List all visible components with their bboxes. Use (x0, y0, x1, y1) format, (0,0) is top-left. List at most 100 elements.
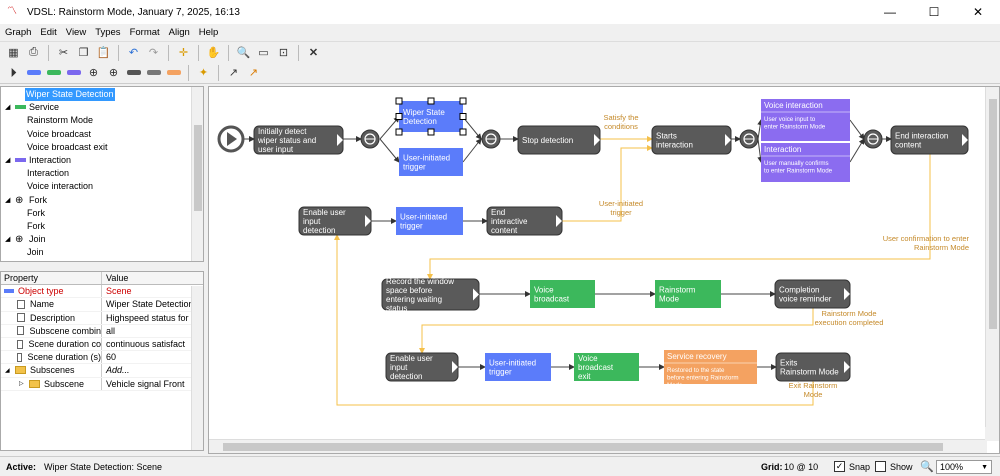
tree-item[interactable]: ◢⊕Join (3, 233, 189, 246)
service-node-tool[interactable] (45, 64, 62, 81)
property-value[interactable]: 60 (106, 352, 117, 363)
property-value[interactable]: Wiper State Detection (106, 299, 194, 310)
tree-item[interactable]: Fork (3, 220, 189, 233)
print-icon[interactable]: ⎙ (29, 46, 38, 58)
join-tool-icon[interactable]: ⊕ (108, 67, 119, 79)
property-value[interactable]: Scene (106, 286, 132, 297)
property-value[interactable]: Vehicle signal Front (106, 378, 185, 389)
zoom-select[interactable]: 100%▼ (936, 460, 992, 474)
resize-handle[interactable] (459, 128, 467, 136)
maximize-icon[interactable]: ☐ (928, 5, 940, 19)
show-checkbox[interactable] (875, 461, 886, 472)
tree-item[interactable]: Rainstorm Mode (3, 114, 189, 127)
menu-align[interactable]: Align (168, 26, 190, 38)
copy-icon[interactable]: ❐ (78, 47, 89, 59)
node-stop[interactable]: Stop detection (517, 125, 601, 155)
transition-line[interactable] (419, 308, 814, 354)
menu-help[interactable]: Help (198, 26, 219, 38)
connector-line[interactable] (849, 119, 865, 140)
cut-icon[interactable]: ✂ (58, 47, 69, 59)
canvas-vertical-scrollbar[interactable] (985, 87, 999, 441)
collapse-icon[interactable]: ◢ (5, 196, 11, 204)
tree-item[interactable]: Interaction (3, 167, 189, 180)
collapse-icon[interactable]: ◢ (5, 236, 11, 244)
resize-handle[interactable] (459, 97, 467, 105)
canvas-horizontal-scrollbar[interactable] (209, 439, 987, 453)
transition-line[interactable] (427, 154, 931, 280)
snap-checkbox[interactable]: ✓ (834, 461, 845, 472)
resize-handle[interactable] (395, 97, 403, 105)
resize-handle[interactable] (427, 97, 435, 105)
resize-handle[interactable] (395, 128, 403, 136)
connector-line[interactable] (462, 138, 482, 163)
tree-item[interactable]: Wiper State Detection (3, 88, 189, 101)
orange-node-tool[interactable] (165, 64, 182, 81)
property-scrollbar[interactable] (191, 286, 203, 450)
property-value[interactable]: all (106, 325, 116, 336)
connector-line[interactable] (757, 119, 764, 140)
property-value[interactable]: Highspeed status for (106, 312, 189, 323)
menu-graph[interactable]: Graph (5, 26, 32, 38)
fork-tool-icon[interactable]: ⊕ (88, 67, 99, 79)
expand-icon[interactable]: ◢ (5, 367, 10, 374)
connector-line[interactable] (462, 116, 482, 140)
zoom-icon[interactable]: 🔍 (920, 461, 934, 473)
fit-window-icon[interactable]: ▭ (258, 47, 269, 59)
delete-icon[interactable]: ✕ (308, 47, 319, 59)
connector-line[interactable] (379, 116, 400, 140)
undo-icon[interactable]: ↶ (128, 47, 139, 59)
connector-tool-icon[interactable]: ↗ (248, 67, 259, 79)
resize-handle[interactable] (459, 113, 467, 120)
transition-line[interactable] (334, 234, 814, 406)
dark-node-tool[interactable] (125, 64, 142, 81)
crosshair-icon[interactable]: ✛ (178, 47, 189, 59)
menu-view[interactable]: View (65, 26, 87, 38)
menu-format[interactable]: Format (129, 26, 160, 38)
user-node-tool[interactable] (25, 64, 42, 81)
tree-item[interactable]: Voice broadcast (3, 128, 189, 141)
tree-item[interactable]: ◢Service (3, 101, 189, 114)
tree-item[interactable]: ◢⊕Fork (3, 194, 189, 207)
tree-scrollbar[interactable] (191, 87, 203, 261)
tree-item[interactable]: Voice broadcast exit (3, 141, 189, 154)
tree-item[interactable]: Join (3, 246, 189, 259)
resize-handle[interactable] (395, 113, 403, 120)
arrow-tool-icon[interactable]: ↗ (228, 67, 239, 79)
tree-item[interactable]: Voice interaction (3, 180, 189, 193)
property-row[interactable]: Scene duration (s)60 (1, 351, 203, 365)
expand-icon[interactable]: ▷ (19, 381, 24, 388)
zoom-icon[interactable]: 🔍 (236, 47, 251, 59)
minimize-icon[interactable]: — (884, 5, 896, 19)
close-icon[interactable]: ✕ (972, 5, 984, 19)
grey-node-tool[interactable] (145, 64, 162, 81)
transition-line[interactable] (562, 145, 653, 222)
redo-icon[interactable]: ↷ (148, 47, 159, 59)
collapse-icon[interactable]: ◢ (5, 104, 11, 112)
connector-line[interactable] (849, 138, 865, 163)
collapse-icon[interactable]: ◢ (5, 156, 11, 164)
